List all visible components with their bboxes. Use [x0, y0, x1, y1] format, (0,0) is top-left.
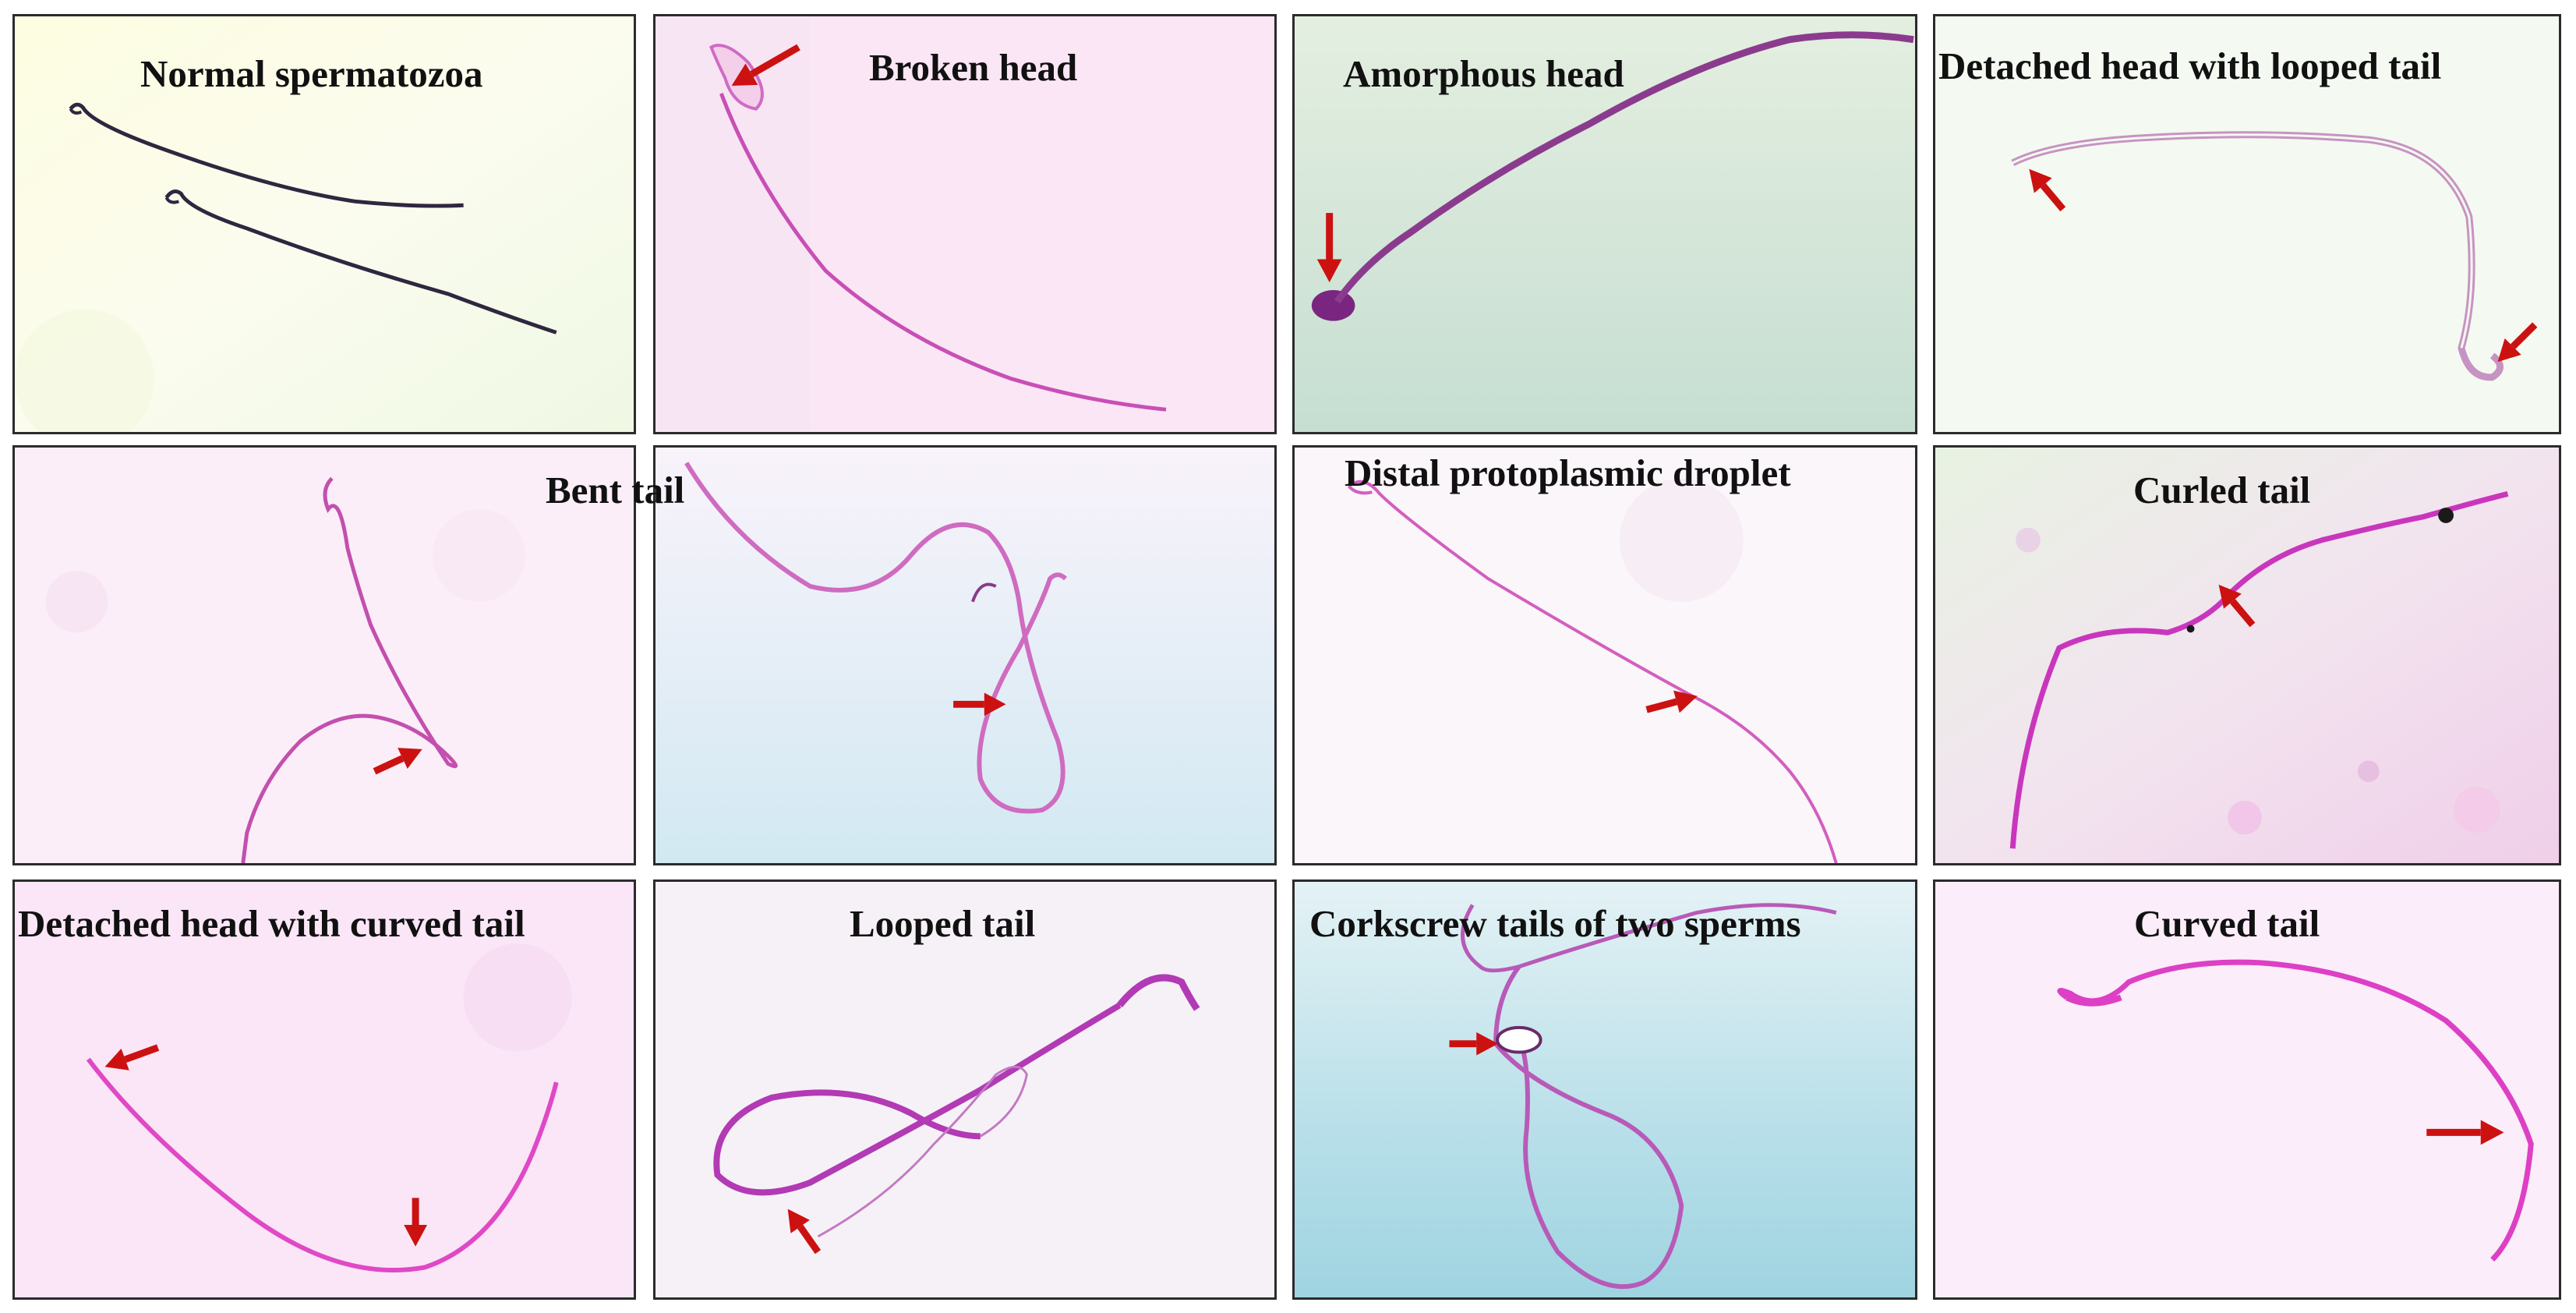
micrograph-detached-curved	[15, 882, 634, 1297]
micrograph-amorphous-head	[1295, 16, 1915, 432]
arrow-icon	[373, 748, 422, 775]
sperm-tail	[1348, 480, 1838, 863]
panel-bent-tail-2	[653, 445, 1277, 865]
panel-corkscrew-tails	[1292, 879, 1917, 1300]
broken-head-region	[708, 44, 764, 111]
sperm-tail	[241, 476, 458, 863]
sperm-2	[164, 189, 557, 334]
sperm-tail	[719, 93, 1167, 412]
panel-title: Curled tail	[2133, 469, 2311, 511]
panel-detached-head-looped-tail	[1933, 14, 2561, 434]
panel-title: Normal spermatozoa	[140, 52, 483, 95]
arrow-icon	[787, 1209, 822, 1255]
arrow-icon	[1449, 1032, 1499, 1056]
micrograph-broken-head	[655, 16, 1274, 432]
arrow-icon	[731, 44, 800, 86]
micrograph-curled-tail	[1935, 448, 2559, 863]
arrow-icon	[404, 1198, 428, 1247]
micrograph-curved-tail	[1935, 882, 2559, 1297]
arrow-icon	[2029, 168, 2066, 212]
panel-curled-tail	[1933, 445, 2561, 865]
amorphous-head-region	[1311, 290, 1355, 321]
micrograph-normal	[15, 16, 634, 432]
panel-broken-head	[653, 14, 1277, 434]
sperm-1	[69, 102, 464, 208]
droplet	[1496, 1025, 1542, 1054]
panel-title: Curved tail	[2134, 902, 2320, 945]
panel-title: Detached head with looped tail	[1938, 44, 2442, 87]
panel-looped-tail	[653, 879, 1277, 1300]
micrograph-detached-looped	[1935, 16, 2559, 432]
sperm-tail-1	[1461, 903, 1837, 973]
micrograph-bent-tail	[15, 448, 634, 863]
sperm-tail	[1334, 31, 1914, 304]
panel-title: Detached head with curved tail	[18, 902, 525, 945]
micrograph-bent-tail-2	[655, 448, 1274, 863]
panel-detached-head-curved-tail	[12, 879, 636, 1300]
micrograph-corkscrew	[1295, 882, 1915, 1297]
arrow-icon	[1316, 213, 1342, 283]
micrograph-looped-tail	[655, 882, 1274, 1297]
panel-amorphous-head	[1292, 14, 1917, 434]
arrow-icon	[1645, 690, 1698, 713]
arrow-icon	[2218, 584, 2256, 628]
sperm-tail-2	[1493, 964, 1684, 1290]
panel-title: Amorphous head	[1343, 52, 1624, 95]
panel-title: Looped tail	[850, 902, 1036, 945]
panel-title: Broken head	[869, 46, 1078, 89]
arrow-icon	[104, 1044, 160, 1071]
arrow-icon	[953, 692, 1006, 717]
sperm-tail	[2009, 490, 2509, 849]
sperm-tail	[86, 1057, 559, 1272]
micrograph-distal-droplet	[1295, 448, 1915, 863]
arrow-icon	[2426, 1120, 2504, 1145]
arrow-icon	[2497, 322, 2538, 363]
panel-bent-tail	[12, 445, 636, 865]
panel-distal-protoplasmic-droplet	[1292, 445, 1917, 865]
panel-title: Corkscrew tails of two sperms	[1309, 902, 1801, 945]
panel-title: Distal protoplasmic droplet	[1345, 451, 1791, 494]
panel-normal-spermatozoa	[12, 14, 636, 434]
panel-title: Bent tail	[546, 469, 685, 511]
panel-curved-tail	[1933, 879, 2561, 1300]
sperm-tail	[684, 462, 1068, 814]
